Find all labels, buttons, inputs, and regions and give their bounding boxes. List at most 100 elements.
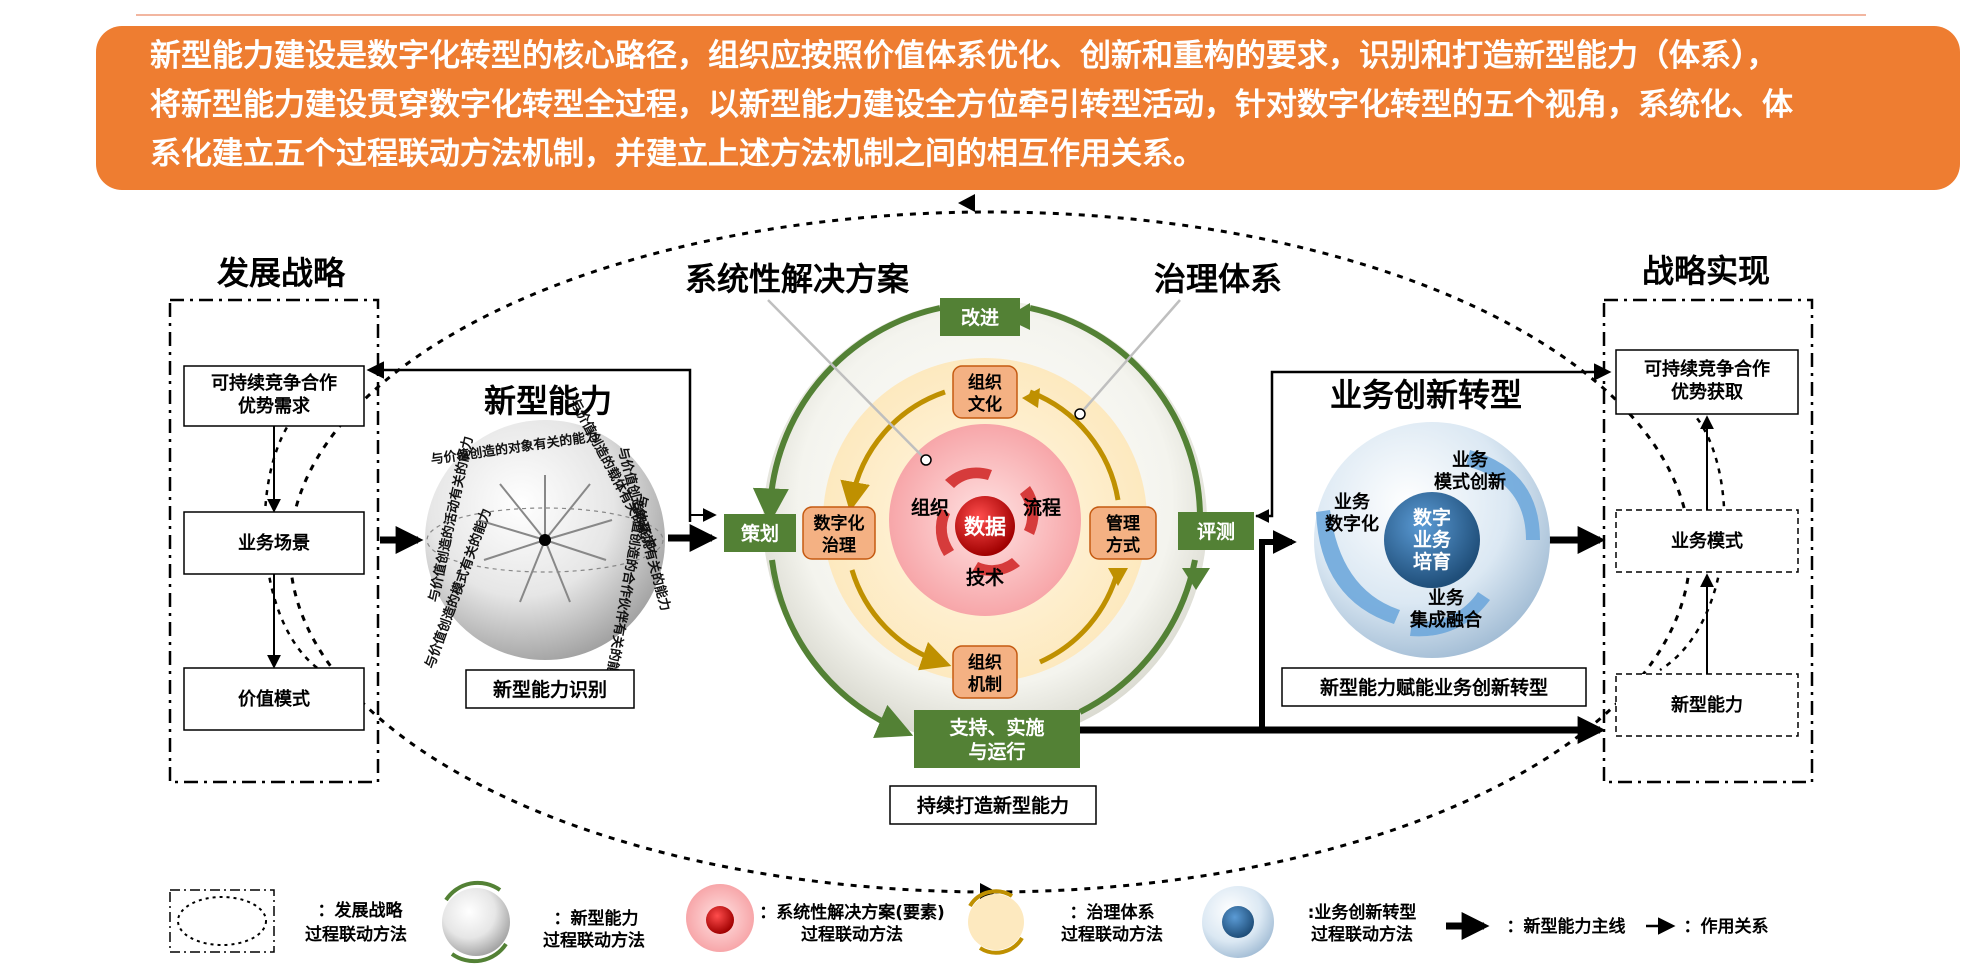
green-ring-bottom-left: [769, 559, 914, 738]
box-value-mode: [183, 667, 365, 731]
elements-swirl-arrows: [935, 467, 1039, 576]
capability-identification-label: 新型能力识别: [493, 678, 607, 701]
legend-capability-line1: ：新型能力: [554, 908, 639, 929]
legend-governance-ring-bottom: [978, 936, 1024, 955]
gov-mgmt-mode-box: [1089, 506, 1157, 560]
legend-capability-ring-top: [444, 880, 502, 902]
solution-callout-line: [767, 299, 927, 461]
box-competitive-need-line1: 可持续竞争合作: [211, 372, 337, 394]
box-new-capability: [1615, 673, 1799, 737]
legend: ：发展战略 过程联动方法 ：新型能力 过程联动方法 ：系统性解决方案(要素) 过…: [169, 880, 1769, 964]
element-data: 数据: [964, 515, 1006, 539]
legend-solution-line1: ：系统性解决方案(要素): [759, 902, 945, 923]
banner-line-3: 系化建立五个过程联动方法机制，并建立上述方法机制之间的相互作用关系。: [150, 136, 1204, 172]
gov-digital-governance-line2: 治理: [822, 535, 856, 556]
legend-strategy-line2: 过程联动方法: [305, 924, 407, 945]
business-swirl-arrows: [1316, 450, 1540, 637]
green-ring-arrow-right: [1182, 568, 1210, 590]
business-enable-box: [1281, 667, 1587, 707]
gold-ring-bottom-right: [1038, 569, 1121, 665]
left-panel-title: 发展战略: [217, 254, 346, 292]
business-integration-line2: 集成融合: [1409, 609, 1483, 631]
loop-arrow-top: [958, 194, 975, 212]
box-business-scenario: [183, 511, 365, 575]
gold-ring-bottom-left: [849, 569, 952, 671]
box-value-mode-label: 价值模式: [238, 688, 310, 710]
continuous-build-label: 持续打造新型能力: [917, 794, 1069, 817]
new-capability-title: 新型能力: [484, 382, 612, 420]
governance-callout-dot: [1074, 408, 1086, 420]
governance-title: 治理体系: [1154, 260, 1282, 298]
element-tech: 技术: [966, 566, 1004, 589]
business-digital-line1: 业务: [1334, 491, 1371, 513]
business-core-line2: 业务: [1413, 528, 1452, 551]
box-competitive-gain-line2: 优势获取: [1671, 381, 1744, 403]
gov-org-culture-box: [952, 365, 1018, 419]
green-ring-top-right: [1029, 305, 1204, 521]
solution-title: 系统性解决方案: [685, 260, 910, 298]
evaluate-label: 评测: [1197, 521, 1235, 543]
gov-org-mechanism-line1: 组织: [968, 652, 1002, 673]
gov-org-culture-line2: 文化: [968, 394, 1002, 415]
continuous-build-box: [889, 785, 1097, 825]
legend-solution-core: [706, 906, 734, 934]
gold-ring-arrow-top: [1022, 388, 1040, 408]
legend-strategy-icon-frame: [169, 889, 275, 953]
mainline-arrow-to-business: [1259, 530, 1297, 730]
legend-business-line1: :业务创新转型: [1308, 902, 1417, 923]
box-business-model-label: 业务模式: [1671, 530, 1743, 552]
support-label-line2: 与运行: [968, 740, 1025, 763]
legend-mainline-label: ：新型能力主线: [1507, 916, 1626, 937]
business-model-line1: 业务: [1452, 449, 1489, 471]
capability-identification-box: [465, 669, 635, 709]
gold-ring-top-left: [840, 389, 946, 512]
left-panel-frame: [168, 298, 380, 784]
box-business-scenario-label: 业务场景: [238, 532, 310, 554]
governance-callout-line: [1079, 299, 1181, 415]
gov-digital-governance-box: [802, 506, 876, 560]
legend-capability-ring-bottom: [450, 942, 508, 964]
box-competitive-gain: [1615, 349, 1799, 415]
capability-sphere-equator: [426, 507, 664, 573]
evaluate-label-box: [1178, 512, 1254, 550]
box-new-capability-label: 新型能力: [1671, 694, 1743, 716]
box-business-model: [1615, 509, 1799, 573]
legend-business-core: [1222, 906, 1254, 938]
capability-rays: [477, 475, 613, 603]
capability-center-dot: [539, 534, 551, 546]
right-panel-frame: [1602, 298, 1814, 784]
solution-callout-dot: [920, 454, 932, 466]
gov-org-mechanism-box: [952, 645, 1018, 699]
legend-governance-icon: [968, 894, 1024, 950]
plan-label-box: [724, 514, 796, 552]
legend-capability-icon: [442, 888, 510, 956]
green-ring-top-left: [752, 305, 941, 525]
support-label-line1: 支持、实施: [948, 716, 1044, 739]
element-org: 组织: [911, 496, 949, 519]
gov-org-mechanism-line2: 机制: [968, 674, 1002, 695]
banner-line-2: 将新型能力建设贯穿数字化转型全过程，以新型能力建设全方位牵引转型活动，针对数字化…: [150, 87, 1793, 123]
right-panel-title: 战略实现: [1642, 252, 1770, 290]
improve-label: 改进: [961, 306, 999, 329]
business-core-line3: 培育: [1413, 550, 1451, 573]
gold-ring-top-right: [1029, 389, 1121, 501]
data-core: [955, 496, 1015, 556]
business-core: [1384, 492, 1480, 588]
business-model-line2: 模式创新: [1434, 471, 1506, 493]
legend-relation-label: ：作用关系: [1684, 916, 1769, 937]
box-competitive-need: [183, 365, 365, 427]
gold-ring-arrow-right: [1108, 568, 1128, 586]
business-integration-line1: 业务: [1428, 587, 1465, 609]
business-digital-line2: 数字化: [1325, 513, 1379, 535]
gov-mgmt-mode-line2: 方式: [1106, 535, 1140, 556]
legend-strategy-icon: [177, 896, 267, 946]
legend-governance-line1: ：治理体系: [1070, 902, 1155, 923]
legend-governance-line2: 过程联动方法: [1061, 924, 1163, 945]
summary-banner: 新型能力建设是数字化转型的核心路径，组织应按照价值体系优化、创新和重构的要求，识…: [96, 26, 1960, 190]
top-divider: [136, 14, 1866, 16]
legend-solution-line2: 过程联动方法: [801, 924, 903, 945]
business-title: 业务创新转型: [1330, 376, 1522, 414]
gov-org-culture-line1: 组织: [968, 372, 1002, 393]
gov-mgmt-mode-line1: 管理: [1106, 513, 1140, 534]
green-ring-bottom-right: [1078, 559, 1198, 715]
